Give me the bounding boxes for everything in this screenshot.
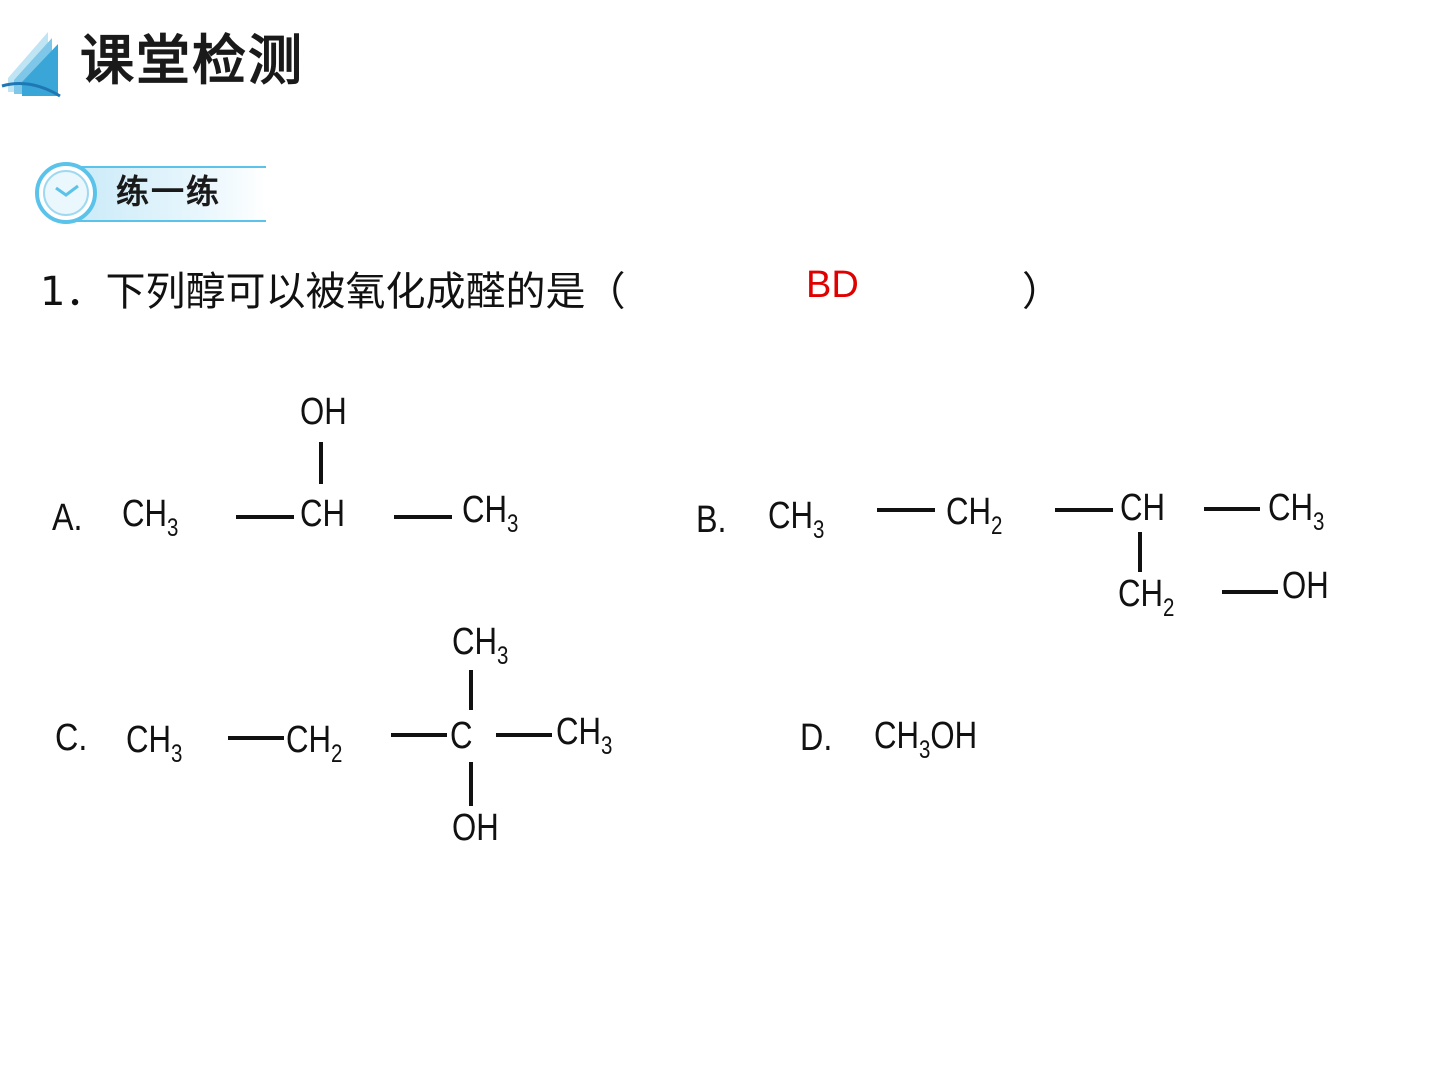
- bond: [496, 733, 552, 737]
- option-a-right-group: CH3: [462, 489, 519, 538]
- option-a-center-group: CH: [300, 493, 346, 535]
- option-b-group-4: CH3: [1268, 487, 1325, 536]
- book-icon: [1, 32, 61, 98]
- bond: [1138, 532, 1142, 572]
- option-b-group-2: CH2: [946, 491, 1003, 540]
- bond: [394, 515, 452, 519]
- clock-icon: [35, 162, 97, 224]
- practice-banner: 练一练: [30, 162, 266, 224]
- option-a-top-group: OH: [300, 391, 347, 433]
- bond: [236, 515, 294, 519]
- option-d-label: D.: [800, 717, 833, 759]
- bond: [319, 442, 323, 484]
- bond: [391, 733, 447, 737]
- option-c-group-1: CH3: [126, 719, 183, 768]
- answer-text: BD: [806, 264, 859, 306]
- option-b-branch-group: CH2: [1118, 573, 1175, 622]
- bond: [1222, 590, 1278, 594]
- option-c-bottom-group: OH: [452, 807, 499, 849]
- bond: [228, 736, 284, 740]
- bond: [469, 670, 473, 710]
- bond: [1055, 508, 1113, 512]
- option-b-group-3: CH: [1120, 487, 1166, 529]
- option-c-top-group: CH3: [452, 621, 509, 670]
- option-b-branch-end: OH: [1282, 565, 1329, 607]
- option-b-label: B.: [696, 499, 727, 541]
- option-c-label: C.: [55, 717, 88, 759]
- option-d-formula: CH3OH: [874, 715, 978, 764]
- question-close-paren: ）: [1022, 269, 1062, 315]
- option-a-left-group: CH3: [122, 493, 179, 542]
- bond: [877, 508, 935, 512]
- option-c-group-2: CH2: [286, 719, 343, 768]
- practice-label: 练一练: [116, 172, 221, 211]
- page-title: 课堂检测: [80, 29, 304, 92]
- option-c-center-atom: C: [450, 715, 473, 757]
- question-text: 1．下列醇可以被氧化成醛的是（: [40, 269, 626, 315]
- option-c-right-group: CH3: [556, 711, 613, 760]
- option-a-label: A.: [52, 497, 83, 539]
- option-b-group-1: CH3: [768, 495, 825, 544]
- bond: [1204, 507, 1260, 511]
- bond: [469, 762, 473, 806]
